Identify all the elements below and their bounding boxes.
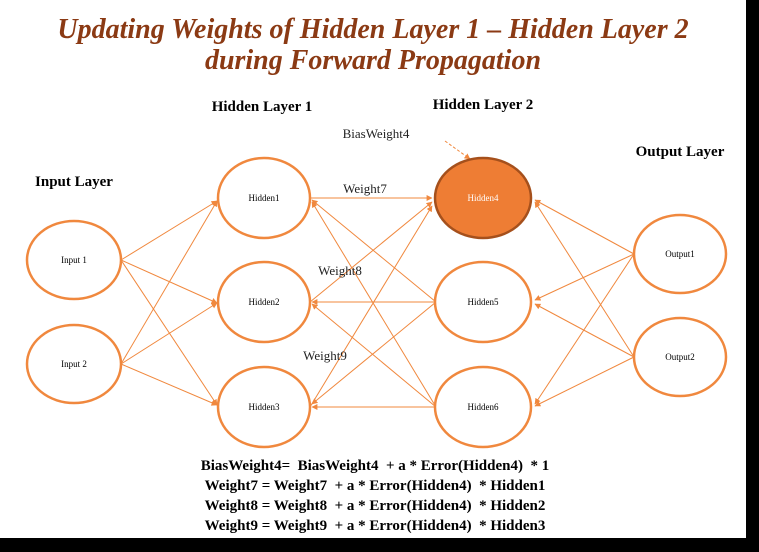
edge-output1-hidden5 [534, 253, 635, 301]
node-hidden3 [216, 365, 312, 449]
slide: Updating Weights of Hidden Layer 1 – Hid… [0, 0, 746, 538]
node-hidden1 [216, 156, 312, 240]
edge-hidden5-hidden3 [311, 301, 437, 405]
node-label-hidden4: Hidden4 [468, 193, 499, 203]
bias-weight-label: BiasWeight4 [343, 126, 410, 141]
node-label-input1: Input 1 [61, 255, 87, 265]
edge-input1-hidden2 [120, 259, 218, 304]
edge-output1-hidden4 [534, 199, 635, 255]
layer-label-hidden2: Hidden Layer 2 [433, 97, 534, 113]
node-label-output1: Output1 [665, 249, 695, 259]
node-hidden6 [433, 365, 533, 449]
node-label-hidden1: Hidden1 [249, 193, 280, 203]
edge-input1-hidden3 [120, 259, 218, 406]
connections [120, 140, 635, 410]
node-hidden5 [433, 260, 533, 344]
edge-output1-hidden6 [534, 253, 635, 405]
title-line-1: Updating Weights of Hidden Layer 1 – Hid… [57, 14, 688, 45]
edge-hidden6-hidden2 [311, 303, 437, 408]
weight8-label: Weight8 [318, 263, 362, 278]
weight7-label: Weight7 [343, 181, 387, 196]
equation-weight8: Weight8 = Weight8 + a * Error(Hidden4) *… [205, 498, 546, 514]
layer-label-hidden1: Hidden Layer 1 [212, 99, 313, 115]
weight9-label: Weight9 [303, 348, 347, 363]
layer-label-output: Output Layer [636, 144, 725, 160]
title-line-2: during Forward Propagation [205, 45, 541, 76]
node-hidden2 [216, 260, 312, 344]
node-label-hidden2: Hidden2 [249, 297, 280, 307]
node-label-input2: Input 2 [61, 359, 87, 369]
equation-weight7: Weight7 = Weight7 + a * Error(Hidden4) *… [205, 478, 546, 494]
edge-input1-hidden1 [120, 200, 218, 261]
edge-hidden3-hidden4 [309, 205, 433, 408]
layer-label-input: Input Layer [35, 174, 113, 190]
node-output1 [632, 213, 728, 295]
node-input1 [25, 219, 123, 301]
equation-bias: BiasWeight4= BiasWeight4 + a * Error(Hid… [201, 458, 550, 474]
node-label-output2: Output2 [665, 352, 695, 362]
node-output2 [632, 316, 728, 398]
equation-weight9: Weight9 = Weight9 + a * Error(Hidden4) *… [205, 518, 546, 534]
edge-input2-hidden1 [120, 200, 218, 365]
edge-hidden5-hidden1 [311, 199, 437, 303]
edge-output2-hidden5 [534, 303, 635, 358]
network-diagram: Updating Weights of Hidden Layer 1 – Hid… [25, 14, 728, 534]
node-input2 [25, 323, 123, 405]
edge-hidden6-hidden1 [311, 201, 437, 408]
edge-hidden2-hidden4 [309, 201, 433, 303]
node-label-hidden5: Hidden5 [468, 297, 499, 307]
node-label-hidden3: Hidden3 [249, 402, 280, 412]
node-label-hidden6: Hidden6 [468, 402, 499, 412]
bias-arrow [444, 140, 471, 160]
edge-output2-hidden4 [534, 201, 635, 358]
node-hidden4-highlighted [433, 156, 533, 240]
edge-input2-hidden3 [120, 363, 218, 406]
edge-output2-hidden6 [534, 356, 635, 407]
edge-input2-hidden2 [120, 302, 218, 365]
